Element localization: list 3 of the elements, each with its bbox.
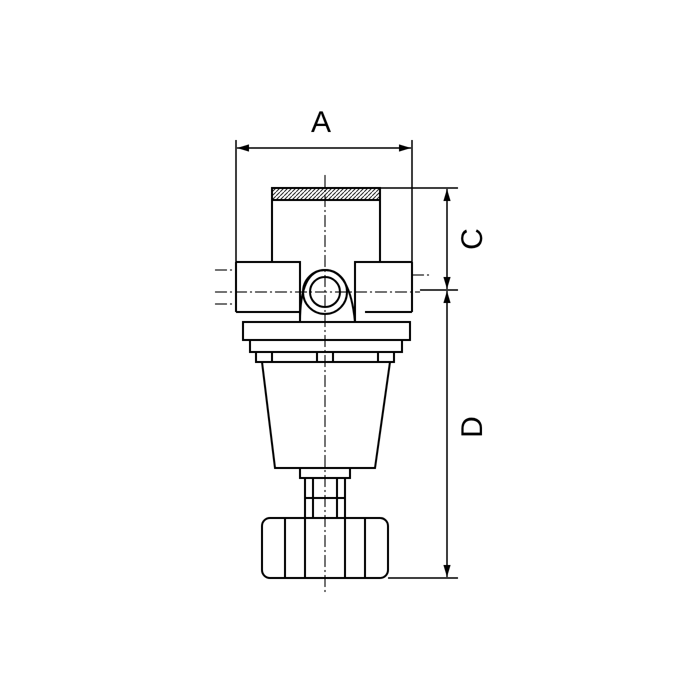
dimension-label: A (311, 108, 332, 138)
dimension-label: C (458, 228, 488, 250)
dimension-label: D (458, 416, 488, 438)
